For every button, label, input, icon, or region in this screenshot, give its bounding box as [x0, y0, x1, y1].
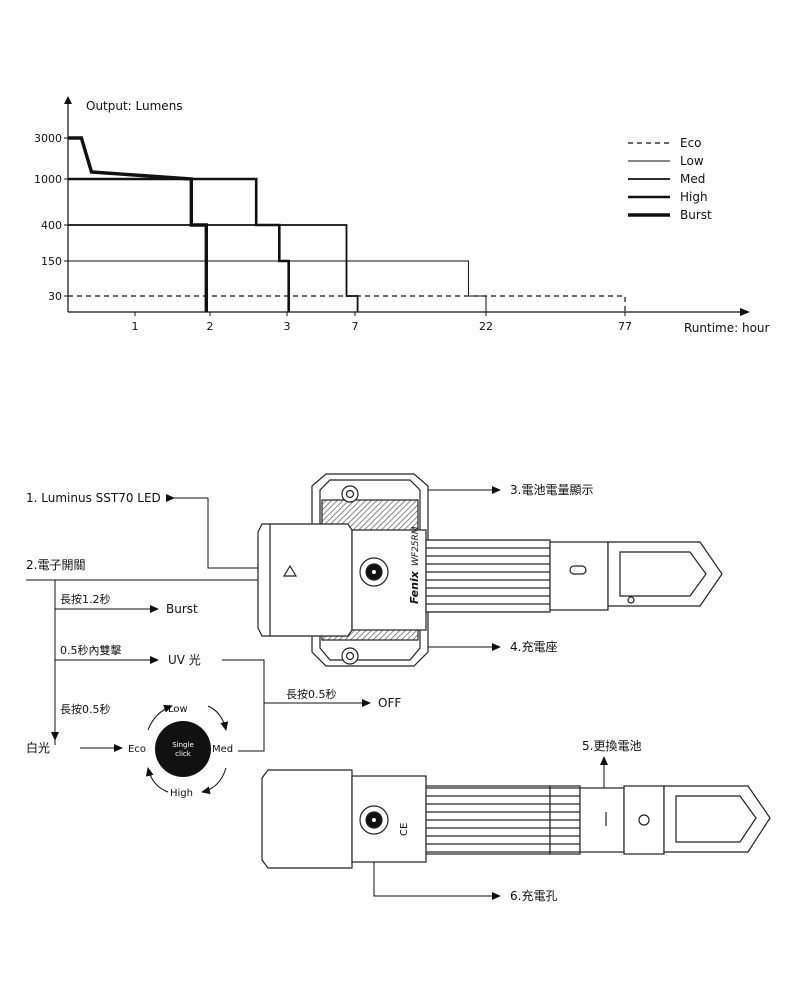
off-label: OFF: [378, 696, 401, 710]
tailcap-slot: [569, 565, 587, 575]
legend-label-high: High: [680, 190, 708, 204]
x-tick-label: 22: [479, 320, 493, 333]
battery-tube-fins: [425, 539, 551, 613]
switch-label: 2.電子開關: [26, 558, 85, 572]
side-clip-outer: [663, 785, 771, 853]
series-line-high: [68, 177, 290, 312]
y-ticks: 30 150 400 1000 3000: [34, 132, 68, 303]
single-click-button: Single click: [155, 721, 211, 777]
y-tick-label: 3000: [34, 132, 62, 145]
eco-mode-label: Eco: [128, 744, 146, 755]
led-leader: [207, 498, 282, 569]
legend-label-med: Med: [680, 172, 705, 186]
side-clip-inner: [675, 795, 757, 843]
long-press-0-5-left-label: 長按0.5秒: [60, 702, 111, 716]
flashlight-in-cradle: [257, 473, 723, 667]
charging-port-label: 6.充電孔: [510, 888, 557, 903]
series-line-med: [68, 224, 359, 312]
side-tailcap-hole: [638, 814, 650, 826]
chart-axes: Output: Lumens Runtime: hour: [64, 96, 770, 335]
side-tube-fins: [425, 785, 551, 855]
y-tick-label: 1000: [34, 173, 62, 186]
legend-label-low: Low: [680, 154, 704, 168]
low-mode-label: Low: [168, 704, 188, 715]
series-line-burst: [68, 136, 208, 312]
warning-triangle: [282, 564, 298, 577]
x-tick-label: 3: [284, 320, 291, 333]
charging-base-label: 4.充電座: [510, 639, 557, 654]
y-tick-label: 30: [48, 290, 62, 303]
part-labels: 1. Luminus SST70 LED 2.電子開關 3.電池電量顯示 4.充…: [26, 483, 641, 903]
base-screw-bottom-inner: [345, 651, 355, 661]
battery-indicator-label: 3.電池電量顯示: [510, 483, 593, 497]
brand-mark: Fenix: [408, 570, 421, 604]
runtime-chart: Output: Lumens Runtime: hour 30 150 400 100…: [34, 96, 770, 335]
head-bezel: [257, 523, 353, 637]
legend-label-eco: Eco: [680, 136, 702, 150]
side-port-center: [372, 818, 376, 822]
x-ticks: 1 2 3 7 22 77: [132, 312, 632, 333]
uv-label: UV 光: [168, 653, 201, 667]
side-head: [261, 769, 353, 869]
burst-label: Burst: [166, 602, 198, 616]
side-battery-sleeve: [579, 787, 625, 853]
long-press-0-5-right-label: 長按0.5秒: [286, 687, 337, 701]
y-tick-label: 150: [41, 255, 62, 268]
x-tick-label: 7: [352, 320, 359, 333]
side-threads: [549, 785, 581, 855]
led-label: 1. Luminus SST70 LED: [26, 491, 161, 505]
cycle-eco-low: [147, 704, 173, 731]
long-press-1-2-label: 長按1.2秒: [60, 592, 111, 606]
double-click-label: 0.5秒內雙擊: [60, 643, 122, 657]
y-axis-arrow: [64, 96, 72, 104]
model-mark: WF25RM: [411, 526, 421, 566]
x-axis-arrow: [740, 308, 750, 316]
flashlight-top-marks: Fenix WF25RM: [408, 526, 421, 604]
high-mode-label: High: [170, 788, 193, 799]
flashlight-side-marks: CE: [399, 823, 410, 836]
ce-mark: CE: [399, 823, 410, 836]
y-axis-label: Output: Lumens: [86, 99, 183, 113]
med-mode-label: Med: [212, 744, 233, 755]
series-line-eco: [68, 295, 626, 312]
side-tailcap: [623, 785, 665, 855]
single-click-line2: click: [175, 750, 192, 758]
clip-outer: [607, 541, 723, 607]
tailcap: [549, 541, 609, 611]
x-axis-label: Runtime: hour: [684, 321, 770, 335]
base-screw-top-inner: [345, 489, 355, 499]
x-tick-label: 77: [618, 320, 632, 333]
flashlight-side: [261, 769, 771, 869]
cycle-med-high: [201, 767, 227, 795]
cycle-high-eco: [145, 767, 169, 793]
cycle-low-med: [207, 705, 229, 731]
chart-series: [68, 136, 626, 312]
op-off-bracket: [222, 659, 265, 752]
clip-pin: [627, 596, 635, 604]
clip-inner: [619, 551, 707, 597]
series-line-low: [68, 260, 487, 312]
x-tick-label: 1: [132, 320, 139, 333]
white-light-label: 白光: [26, 740, 50, 755]
single-click-line1: Single: [172, 741, 194, 749]
replace-battery-label: 5.更換電池: [582, 739, 641, 753]
x-tick-label: 2: [207, 320, 214, 333]
y-tick-label: 400: [41, 219, 62, 232]
switch-indicator: [372, 570, 376, 574]
legend-label-burst: Burst: [680, 208, 712, 222]
